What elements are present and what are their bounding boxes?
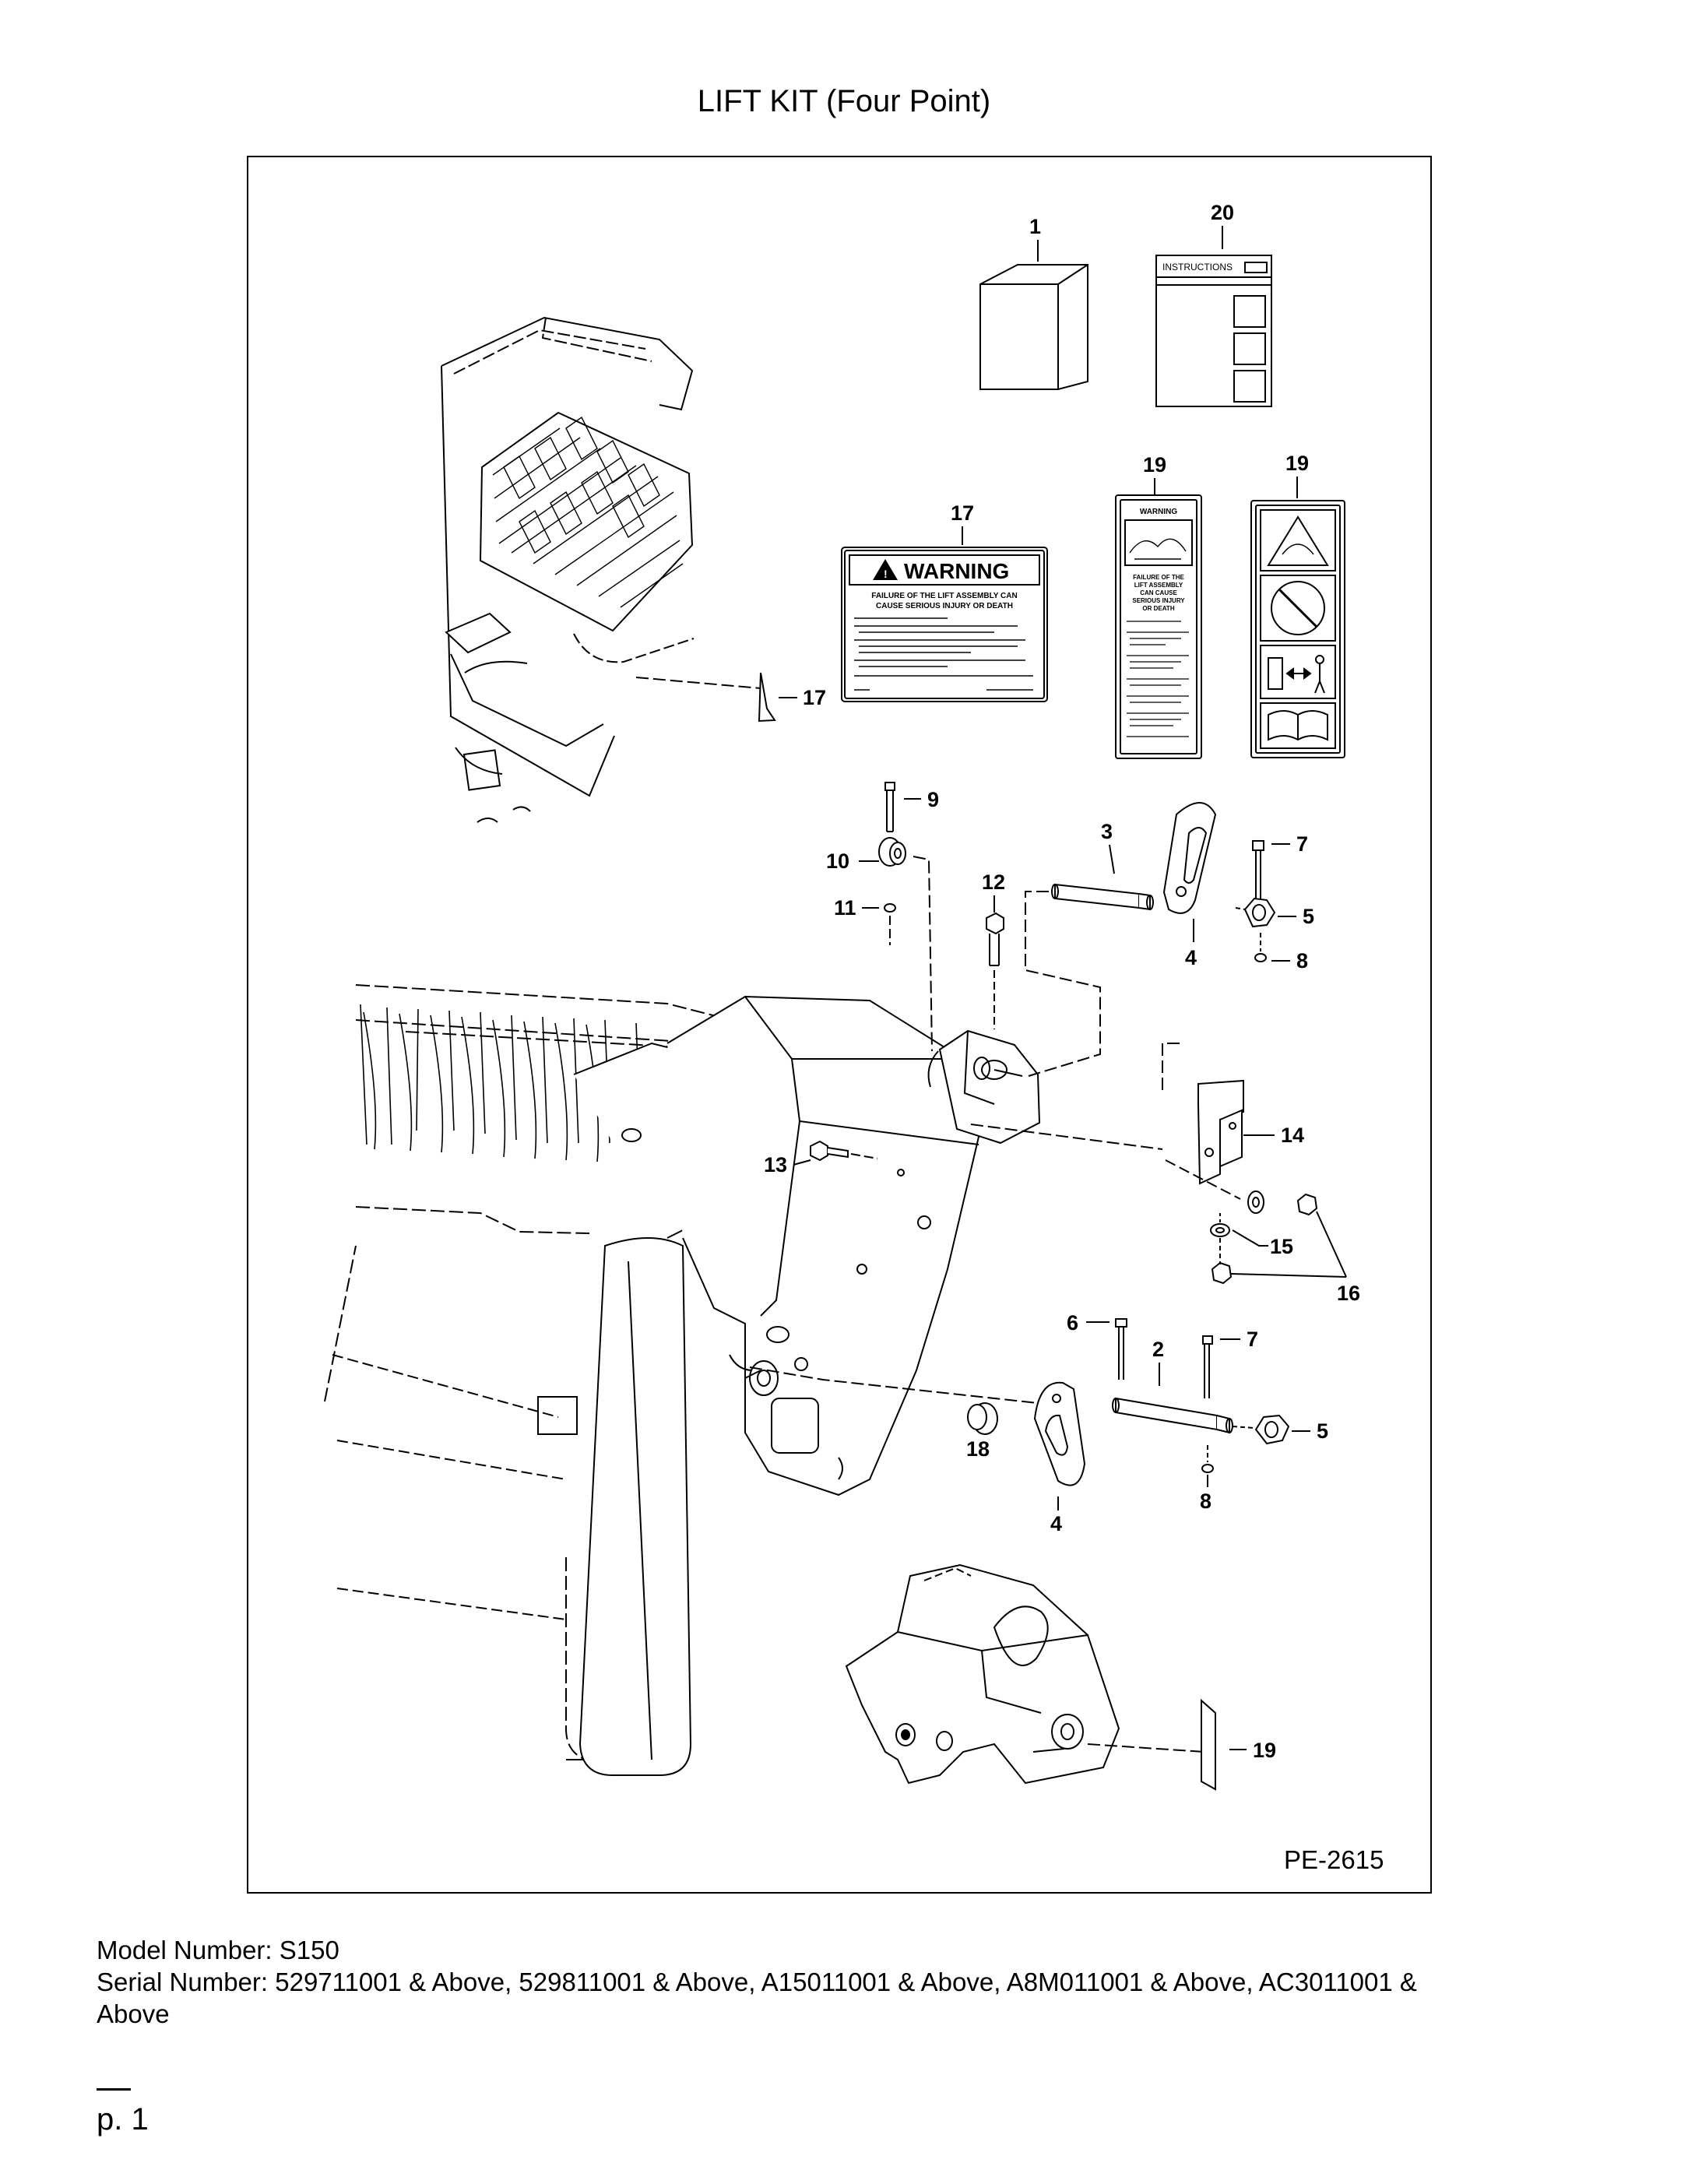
narrow-decal-sub-4: SERIOUS INJURY [1132,597,1185,604]
page-number-rule [97,2088,131,2091]
warning-decal-subhead-1: FAILURE OF THE LIFT ASSEMBLY CAN [871,592,1017,600]
callout-5a: 5 [1303,905,1314,928]
leader-15 [1165,1159,1241,1200]
callout-8a: 8 [1296,949,1308,972]
warning-decal-subhead-2: CAUSE SERIOUS INJURY OR DEATH [876,602,1013,610]
callout-10: 10 [826,849,849,873]
bolt-13 [810,1140,849,1162]
callout-9: 9 [927,788,939,811]
instruction-sheet: INSTRUCTIONS [1155,255,1272,407]
callout-17b: 17 [803,686,826,709]
callout-13: 13 [764,1153,787,1176]
callout-19a: 19 [1143,453,1166,477]
diagram-code: PE-2615 [1284,1845,1384,1874]
callout-1: 1 [1029,215,1041,238]
washer-15b [1210,1223,1230,1237]
callout-line-16 [1230,1211,1347,1278]
exploded-parts-diagram: INSTRUCTIONS ! WARNING FAILURE OF THE LI… [324,201,1384,1874]
callout-17a: 17 [951,501,974,525]
narrow-decal-sub-3: CAN CAUSE [1140,589,1177,596]
page-number: p. 1 [97,2102,149,2137]
diagram-frame [247,156,1432,1894]
kit-box [979,264,1088,390]
callout-18: 18 [966,1437,990,1461]
callout-16: 16 [1337,1282,1360,1305]
svg-text:!: ! [884,568,888,580]
bracket-14 [1197,1079,1244,1185]
callout-4a: 4 [1185,946,1197,969]
callout-20: 20 [1211,201,1234,224]
narrow-decal-heading: WARNING [1140,508,1178,516]
callout-line-3 [1109,844,1115,874]
callout-3: 3 [1101,820,1113,843]
callout-8b: 8 [1200,1489,1211,1513]
callout-7a: 7 [1296,832,1308,856]
washer-15a [1247,1190,1264,1214]
callout-19c: 19 [1253,1739,1276,1762]
leader-14 [970,1043,1181,1150]
warning-decal-narrow: WARNING FAILURE OF THE LIFT ASSEMBLY CAN… [1115,494,1202,759]
callout-5b: 5 [1317,1419,1328,1443]
callout-2: 2 [1152,1338,1164,1361]
narrow-decal-sub-1: FAILURE OF THE [1133,574,1184,581]
callout-6: 6 [1067,1311,1078,1335]
small-decal-19 [1201,1698,1216,1791]
callout-11: 11 [834,896,856,920]
pictorial-decal [1250,500,1345,758]
model-number: Model Number: S150 [97,1936,339,1964]
spacer-10 [878,837,906,867]
warning-decal-heading: WARNING [904,559,1009,583]
nut-5-upper [1243,897,1276,928]
bolt-9 [884,782,895,832]
nut-8-upper [1254,953,1267,962]
warning-decal-large: ! WARNING FAILURE OF THE LIFT ASSEMBLY C… [841,547,1048,702]
lift-arm-assembly [324,984,980,1776]
serial-number-line-1: Serial Number: 529711001 & Above, 529811… [97,1968,1417,1996]
narrow-decal-sub-5: OR DEATH [1142,605,1174,612]
nut-11 [884,903,896,913]
nut-16b [1211,1261,1233,1285]
callout-4b: 4 [1050,1512,1062,1535]
loader-cab [441,316,695,823]
callout-19b: 19 [1285,452,1309,475]
small-decal-17 [758,672,776,723]
nut-5-lower [1254,1414,1290,1445]
nut-8-lower [1201,1464,1214,1473]
nut-16a [1296,1193,1318,1216]
leader-pin-3 [1025,891,1101,1077]
bolt-12 [986,912,1004,966]
model-info: Model Number: S150 Serial Number: 529711… [97,1934,1417,2030]
link-4-upper [1162,802,1217,914]
leader-19c [1087,1743,1205,1753]
link-4-lower [1033,1381,1086,1486]
pin-3 [1051,883,1154,911]
narrow-decal-sub-2: LIFT ASSEMBLY [1134,582,1183,589]
callout-7b: 7 [1247,1328,1258,1351]
lower-mount [845,1563,1120,1785]
serial-number-line-2: Above [97,1999,170,2028]
callout-line-13 [793,1159,811,1166]
spacer-18 [967,1402,998,1435]
bolt-7-upper [1252,840,1264,903]
leader-to-decal-17 [635,677,761,689]
leader-5b [1232,1426,1255,1429]
callout-line-15 [1232,1229,1268,1247]
callout-12: 12 [982,870,1005,894]
leader-5a [1235,907,1246,910]
bolt-6 [1115,1318,1127,1380]
page-title: LIFT KIT (Four Point) [697,84,991,118]
bolt-7-lower [1202,1335,1213,1398]
callout-15: 15 [1270,1235,1293,1258]
callout-14: 14 [1281,1124,1304,1147]
leader-13 [850,1153,878,1159]
leader-10-to-bracket [913,856,933,1052]
leader-lower-pin [749,1366,1053,1405]
upper-mount-bracket [927,1029,1041,1145]
pin-2 [1112,1397,1233,1434]
instruction-sheet-label: INSTRUCTIONS [1162,262,1233,273]
